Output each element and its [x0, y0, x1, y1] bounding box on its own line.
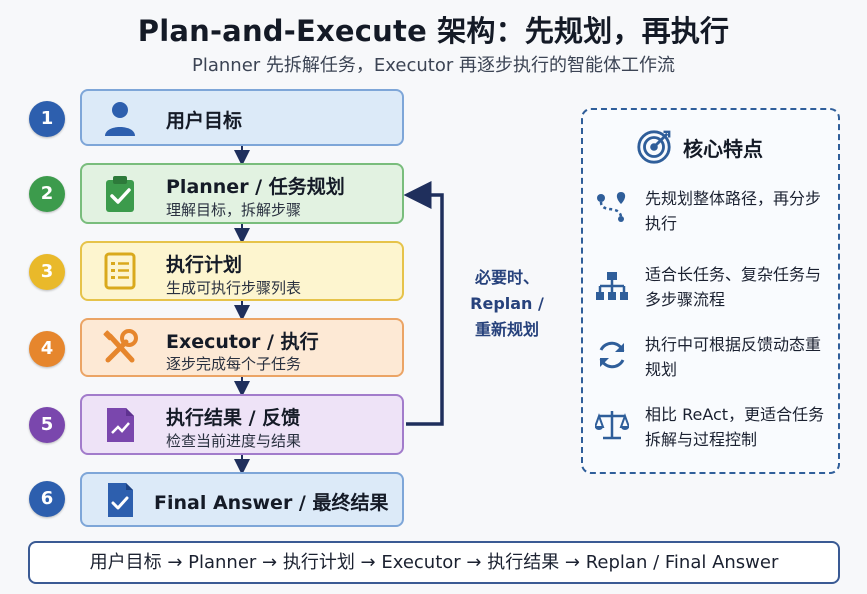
tools-icon	[103, 328, 138, 362]
feature-item-3: 执行中可根据反馈动态重规划	[645, 335, 822, 379]
step-number-3: 3	[29, 254, 65, 290]
target-icon	[637, 130, 671, 164]
feature-item-1: 先规划整体路径，再分步执行	[645, 189, 822, 233]
step-results-feedback: 执行结果 / 反馈 检查当前进度与结果	[80, 394, 404, 455]
replan-label: 必要时、 Replan / 重新规划	[452, 265, 562, 343]
step-final-answer: Final Answer / 最终结果	[80, 472, 404, 527]
features-title: 核心特点	[683, 137, 763, 161]
step-label: Executor / 执行	[166, 331, 319, 353]
step-label: Final Answer / 最终结果	[154, 492, 389, 514]
checklist-icon	[104, 252, 136, 290]
core-features-panel: 核心特点 先规划整体路径，再分步执行 适合长任务、复杂任务与多步骤流程 执行中可…	[581, 108, 840, 474]
clipboard-check-icon	[106, 175, 134, 212]
step-sublabel: 逐步完成每个子任务	[166, 355, 302, 373]
replan-line-1: 必要时、	[474, 268, 539, 287]
step-number-1: 1	[29, 101, 65, 137]
step-number-5: 5	[29, 407, 65, 443]
replan-line-3: 重新规划	[474, 320, 539, 339]
step-label: Planner / 任务规划	[166, 176, 345, 198]
route-icon	[597, 192, 626, 222]
step-planner: Planner / 任务规划 理解目标，拆解步骤	[80, 163, 404, 224]
hierarchy-icon	[596, 272, 628, 300]
user-icon	[105, 101, 135, 136]
step-executor: Executor / 执行 逐步完成每个子任务	[80, 318, 404, 377]
step-number-4: 4	[29, 331, 65, 367]
step-user-goal: 用户目标	[80, 89, 404, 146]
step-sublabel: 检查当前进度与结果	[166, 432, 302, 450]
step-sublabel: 生成可执行步骤列表	[166, 279, 302, 297]
step-execution-plan: 执行计划 生成可执行步骤列表	[80, 241, 404, 301]
step-sublabel: 理解目标，拆解步骤	[166, 201, 302, 219]
replan-loop-arrow	[403, 181, 444, 426]
flow-summary-bar: 用户目标 → Planner → 执行计划 → Executor → 执行结果 …	[28, 541, 840, 584]
step-label: 执行结果 / 反馈	[166, 407, 301, 429]
page-title: Plan-and-Execute 架构：先规划，再执行	[137, 14, 730, 48]
step-label: 执行计划	[166, 254, 243, 276]
feature-item-4: 相比 ReAct，更适合任务拆解与过程控制	[645, 405, 825, 449]
page-subtitle: Planner 先拆解任务，Executor 再逐步执行的智能体工作流	[192, 55, 675, 76]
refresh-icon	[599, 341, 625, 369]
step-label: 用户目标	[166, 110, 243, 132]
document-check-icon	[108, 482, 133, 517]
step-number-2: 2	[29, 176, 65, 212]
replan-line-2: Replan /	[470, 294, 544, 313]
report-chart-icon	[107, 407, 134, 442]
step-number-6: 6	[29, 481, 65, 517]
feature-item-2: 适合长任务、复杂任务与多步骤流程	[645, 265, 822, 309]
balance-scale-icon	[595, 411, 629, 440]
